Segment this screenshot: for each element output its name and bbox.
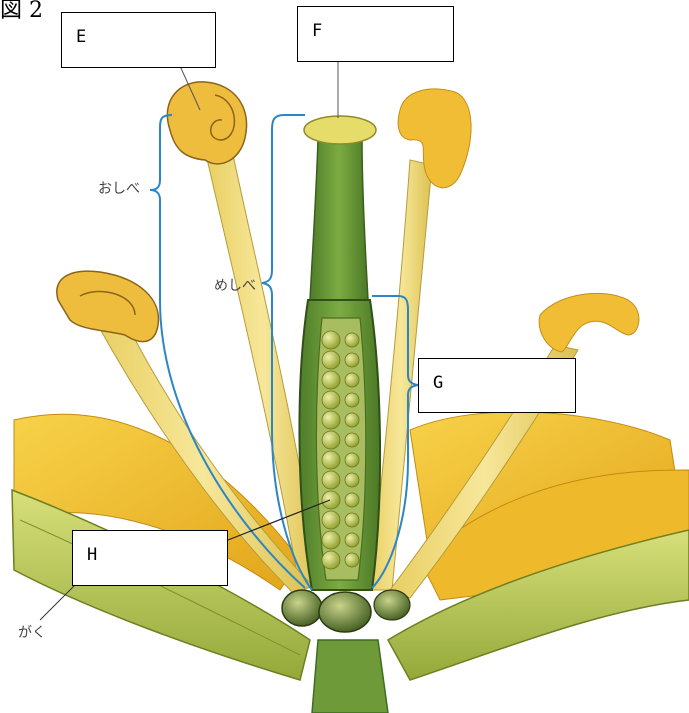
stem: [312, 640, 388, 713]
answer-box-e[interactable]: E: [61, 12, 216, 68]
ovule: [322, 391, 340, 409]
box-letter-e: E: [76, 27, 86, 47]
ovule: [345, 513, 359, 527]
box-letter-g: G: [433, 373, 443, 393]
answer-box-f[interactable]: F: [297, 6, 454, 62]
ovule: [345, 433, 359, 447]
ovule: [345, 553, 359, 567]
nectary-right: [374, 590, 410, 620]
answer-box-g[interactable]: G: [418, 358, 576, 413]
ovule: [345, 333, 359, 347]
figure-title: 図 2: [0, 0, 43, 24]
label-pistil: めしべ: [214, 275, 256, 295]
ovule: [322, 471, 340, 489]
ovule: [322, 331, 340, 349]
pistil-style: [310, 140, 368, 300]
stigma: [304, 116, 376, 144]
ovule: [322, 511, 340, 529]
ovule: [345, 493, 359, 507]
nectary-left: [282, 590, 322, 626]
ovule: [322, 351, 340, 369]
ovule: [345, 533, 359, 547]
box-letter-f: F: [312, 21, 322, 41]
answer-box-h[interactable]: H: [72, 530, 228, 586]
ovule: [345, 373, 359, 387]
box-letter-h: H: [87, 545, 97, 565]
ovule: [345, 393, 359, 407]
ovule: [345, 413, 359, 427]
nectary-center: [319, 592, 371, 632]
ovule: [322, 531, 340, 549]
ovule: [345, 353, 359, 367]
ovule: [322, 491, 340, 509]
anther-right: [539, 293, 639, 352]
ovule: [345, 473, 359, 487]
ovule: [322, 411, 340, 429]
ovule: [345, 453, 359, 467]
ovule: [322, 551, 340, 569]
label-sepal: がく: [18, 622, 46, 642]
label-stamen: おしべ: [98, 178, 140, 198]
ovule: [322, 371, 340, 389]
anther-left: [57, 271, 159, 341]
ovule: [322, 451, 340, 469]
ovule: [322, 431, 340, 449]
